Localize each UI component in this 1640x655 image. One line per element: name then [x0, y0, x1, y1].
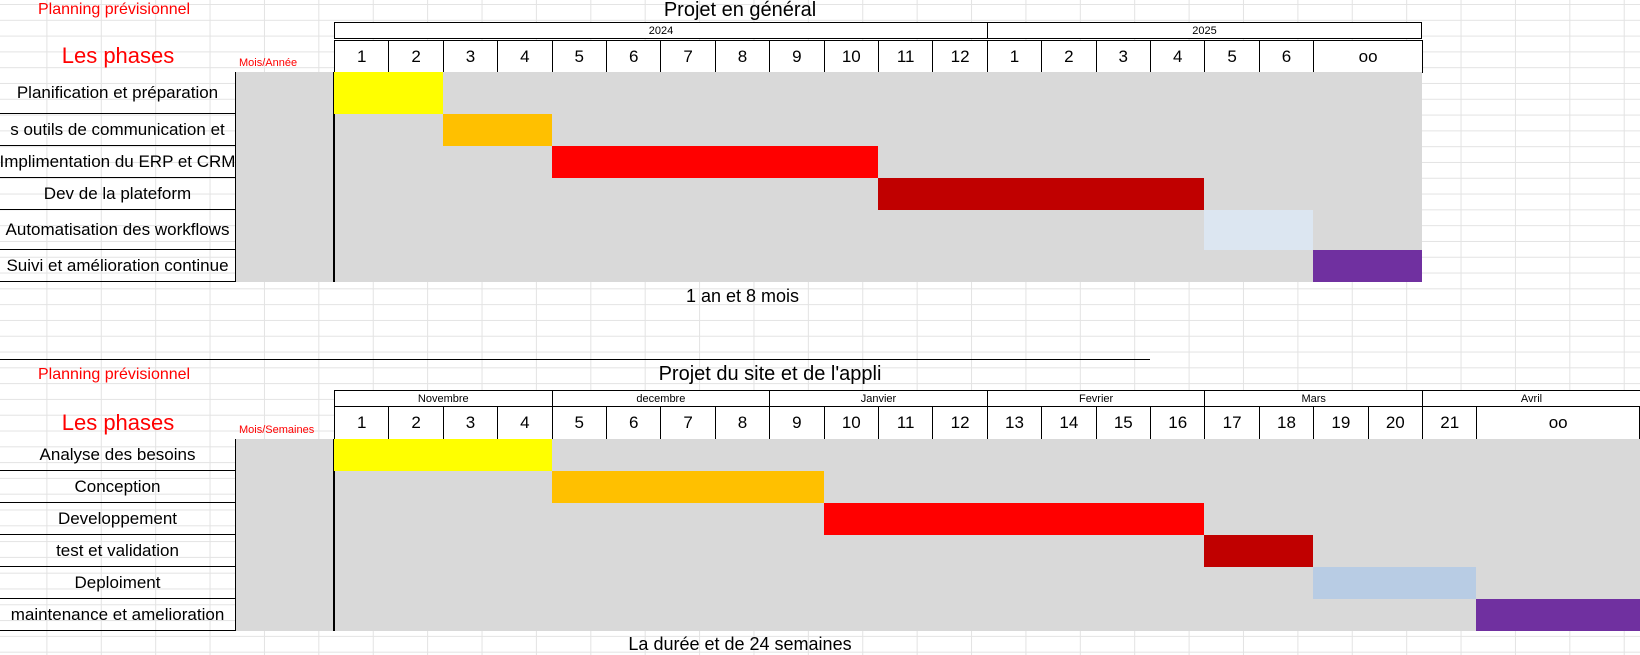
phase-row-label: Suivi et amélioration continue	[0, 250, 236, 282]
year-2025: 2025	[987, 22, 1422, 39]
phase-gray-col-2	[236, 439, 334, 631]
phase-row-label: Dev de la plateform	[0, 178, 236, 210]
column-header-cell: 5	[551, 406, 607, 440]
gantt-bar[interactable]	[551, 471, 824, 503]
gantt-bar[interactable]	[1204, 210, 1314, 250]
gantt-bar[interactable]	[1313, 567, 1477, 599]
gantt-bar[interactable]	[823, 503, 1205, 535]
column-header-cell: 4	[497, 406, 553, 440]
footer-1: 1 an et 8 mois	[685, 285, 800, 306]
section-divider	[0, 359, 1150, 360]
phases-label-1: Les phases	[61, 43, 175, 68]
column-header-cell: 9	[769, 406, 825, 440]
column-header-cell: 18	[1258, 406, 1315, 440]
month-header-cell: Avril	[1422, 390, 1640, 407]
column-header-cell: oo	[1476, 406, 1640, 440]
phase-row-label: Automatisation des workflows	[0, 210, 236, 250]
column-header-cell: 7	[660, 406, 716, 440]
column-header-cell: 4	[1150, 40, 1206, 73]
phase-row-label: Conception	[0, 471, 236, 503]
column-header-cell: 20	[1367, 406, 1423, 440]
column-header-cell: 7	[660, 40, 716, 73]
column-header-cell: 3	[1095, 40, 1151, 73]
phase-row-label: s outils de communication et	[0, 114, 236, 146]
phase-row-label: test et validation	[0, 535, 236, 567]
phase-row-label: Analyse des besoins	[0, 439, 236, 471]
column-header-cell: 3	[442, 40, 499, 73]
gantt-bar[interactable]	[334, 72, 443, 114]
column-header-cell: 1	[986, 40, 1043, 73]
column-header-cell: 13	[986, 406, 1043, 440]
axis-label-1: Mois/Année	[239, 57, 298, 69]
column-header-cell: 6	[606, 406, 662, 440]
gantt-area-1	[334, 72, 1422, 282]
column-header-cell: 5	[1204, 40, 1260, 73]
column-header-cell: 5	[551, 40, 607, 73]
column-header-cell: 14	[1041, 406, 1097, 440]
column-header-cell: 19	[1313, 406, 1369, 440]
gantt-bar[interactable]	[878, 178, 1205, 210]
column-header-cell: 10	[823, 406, 879, 440]
axis-label-2: Mois/Semaines	[239, 424, 315, 436]
column-header-cell: 1	[334, 40, 390, 73]
column-header-cell: 12	[932, 406, 988, 440]
month-header-cell: Novembre	[334, 390, 553, 407]
column-header-cell: 21	[1422, 406, 1478, 440]
planning-label-1: Planning prévisionnel	[38, 1, 191, 18]
phase-row-label: Developpement	[0, 503, 236, 535]
column-header-cell: 6	[606, 40, 662, 73]
column-header-cell: 9	[769, 40, 825, 73]
column-header-cell: 8	[714, 406, 771, 440]
gantt-bar[interactable]	[1313, 250, 1422, 282]
gantt-bar[interactable]	[442, 114, 552, 146]
phase-gray-col-1	[236, 72, 334, 282]
column-header-cell: 11	[878, 406, 934, 440]
phase-row-label: Deploiment	[0, 567, 236, 599]
column-header-cell: 3	[442, 406, 499, 440]
column-header-cell: 1	[334, 406, 390, 440]
column-header-cell: 2	[1041, 40, 1097, 73]
planning-label-2: Planning prévisionnel	[38, 366, 191, 383]
gantt-left-border	[334, 439, 335, 631]
column-header-cell: 6	[1258, 40, 1315, 73]
phases-label-2: Les phases	[61, 410, 175, 435]
column-header-cell: 12	[932, 40, 988, 73]
title-2: Projet du site et de l'appli	[658, 363, 882, 385]
gantt-bar[interactable]	[551, 146, 878, 178]
month-header-cell: decembre	[551, 390, 771, 407]
column-header-cell: oo	[1313, 40, 1423, 73]
phase-row-label: maintenance et amelioration	[0, 599, 236, 631]
title-1: Projet en général	[663, 0, 817, 20]
gantt-left-border	[334, 72, 335, 282]
column-header-cell: 11	[878, 40, 934, 73]
column-header-cell: 8	[714, 40, 771, 73]
column-header-cell: 16	[1150, 406, 1206, 440]
month-header-cell: Fevrier	[986, 390, 1206, 407]
phase-row-label: Implimentation du ERP et CRM	[0, 146, 236, 178]
phase-row-label: Planification et préparation	[0, 72, 236, 114]
gantt-bar[interactable]	[1204, 535, 1314, 567]
month-header-cell: Janvier	[769, 390, 988, 407]
month-header-cell: Mars	[1204, 390, 1423, 407]
gantt-bar[interactable]	[1476, 599, 1640, 631]
column-header-cell: 2	[388, 40, 444, 73]
column-header-cell: 17	[1204, 406, 1260, 440]
column-header-cell: 2	[388, 406, 444, 440]
year-2024: 2024	[334, 22, 988, 39]
column-header-cell: 4	[497, 40, 553, 73]
column-header-cell: 10	[823, 40, 879, 73]
footer-2: La durée et de 24 semaines	[628, 634, 852, 654]
gantt-bar[interactable]	[334, 439, 552, 471]
column-header-cell: 15	[1095, 406, 1151, 440]
